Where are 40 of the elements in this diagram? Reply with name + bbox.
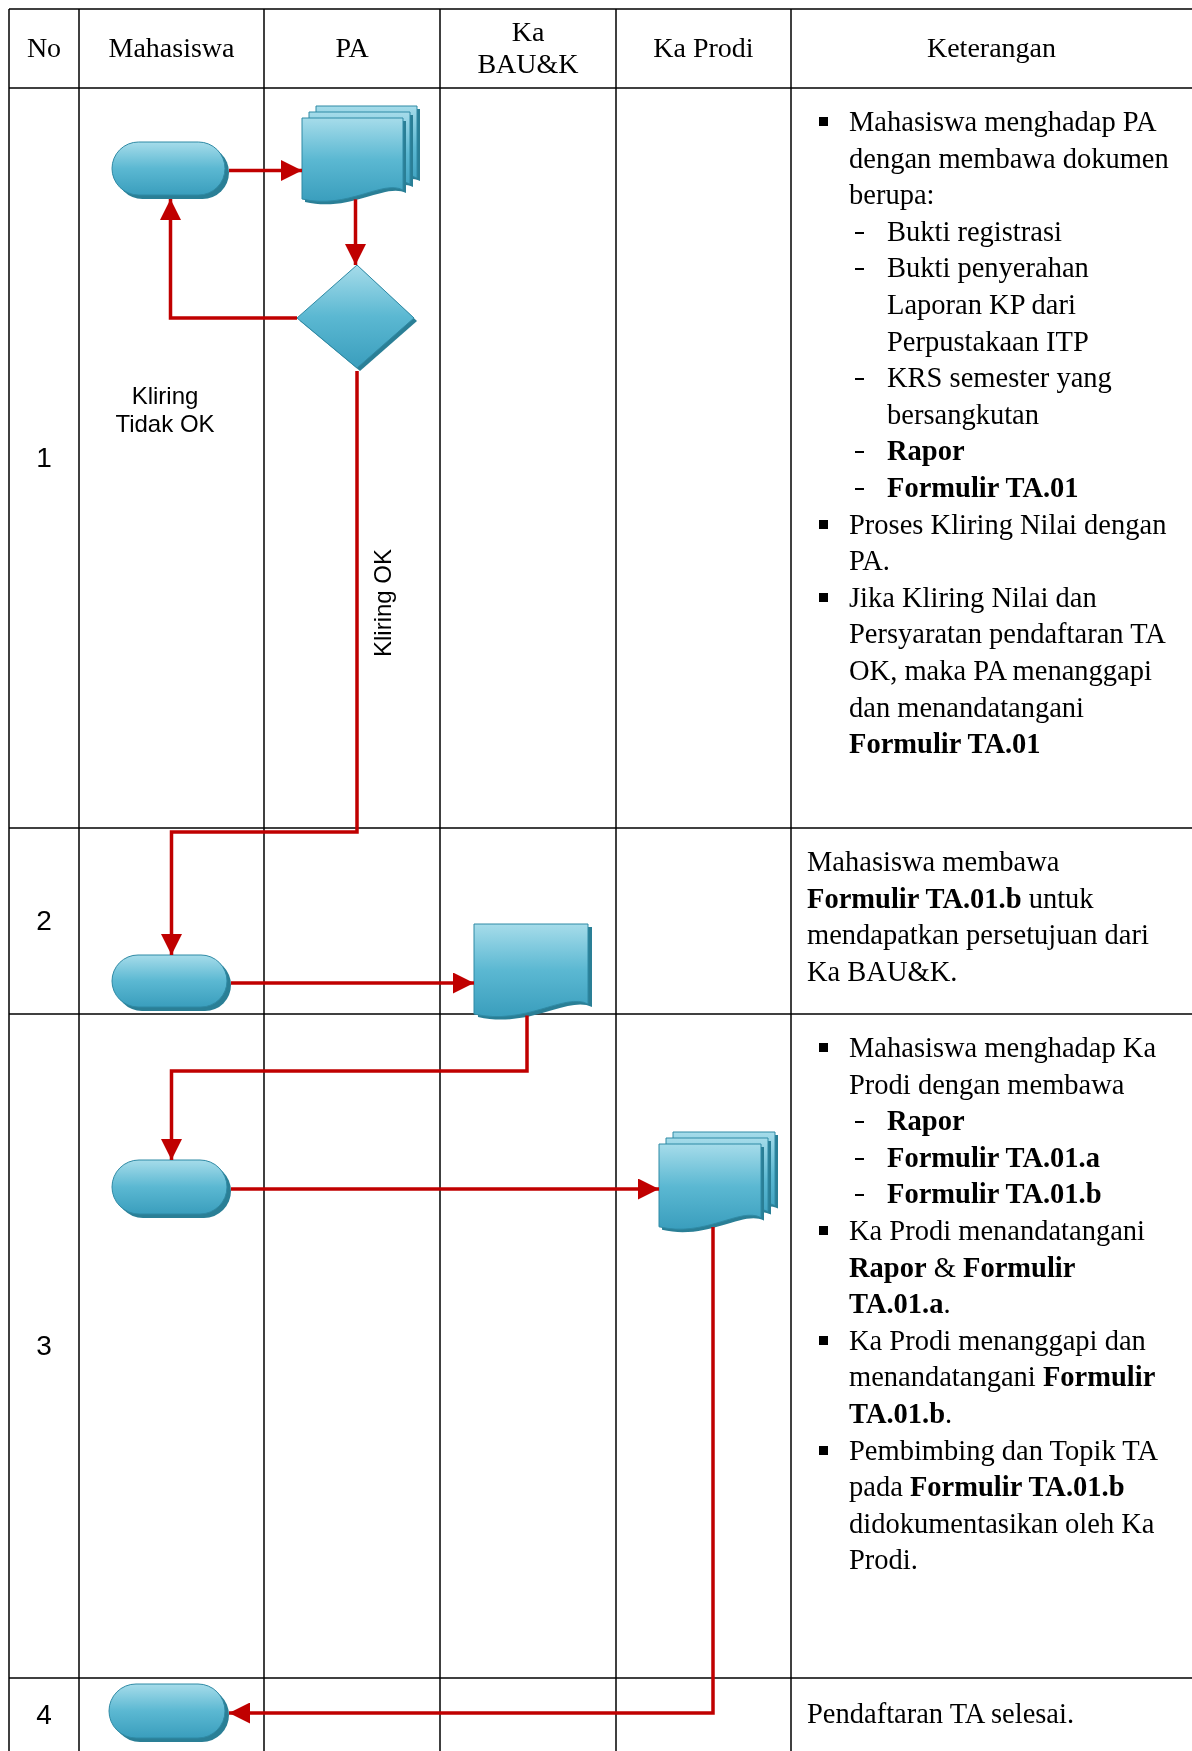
- list-item: Rapor: [887, 1104, 966, 1139]
- note-text: Mahasiswa membawa Formulir TA.01.b untuk mendapatkan persetujuan dari Ka BAU&K.: [807, 845, 1150, 989]
- list-item: Formulir TA.01.a: [887, 1140, 1101, 1175]
- list-item: Rapor: [887, 434, 966, 469]
- arrow: [229, 1227, 715, 1724]
- row-number: 3: [36, 1330, 52, 1362]
- list-item: Mahasiswa menghadap Ka Prodi dengan membawa: [849, 1031, 1158, 1102]
- column-header: PA: [335, 32, 369, 64]
- arrow: [345, 199, 366, 265]
- column-header: Mahasiswa: [108, 32, 235, 64]
- column-header: Keterangan: [926, 32, 1056, 64]
- list-item: KRS semester yang bersangkutan: [887, 361, 1113, 432]
- column-header: Ka Prodi: [653, 32, 754, 64]
- multi-document-shape: [301, 105, 420, 205]
- list-item: Formulir TA.01.b: [887, 1177, 1103, 1212]
- list-item: Jika Kliring Nilai dan Persyaratan pendaftaran TA OK, maka PA menanggapi dan menandatangani Formulir TA.01: [849, 580, 1166, 762]
- note-text: Pendaftaran TA selesai.: [807, 1697, 1076, 1732]
- terminator-shape: [111, 141, 229, 199]
- multi-document-shape: [658, 1131, 778, 1233]
- list-item: Ka Prodi menanggapi dan menandatangani Formulir TA.01.b.: [849, 1323, 1156, 1431]
- arrow: [229, 160, 302, 181]
- list-item: Ka Prodi menandatangani Rapor & Formulir TA.01.a.: [849, 1213, 1146, 1322]
- list-item: Mahasiswa menghadap PA dengan membawa dokumen berupa:: [849, 105, 1170, 213]
- list-item: Bukti registrasi: [887, 214, 1063, 249]
- arrow: [161, 371, 359, 955]
- column-header: Ka BAU&K: [476, 16, 580, 80]
- row-number: 1: [36, 442, 52, 474]
- arrow: [231, 1178, 659, 1200]
- row-number: 4: [36, 1698, 52, 1731]
- arrow: [231, 972, 474, 994]
- decision-diamond: [296, 264, 417, 371]
- column-header: No: [26, 32, 62, 64]
- list-item: Bukti penyerahan Laporan KP dari Perpustakaan ITP: [887, 251, 1090, 359]
- arrow: [161, 1015, 529, 1160]
- list-item: Pembimbing dan Topik TA pada Formulir TA.01.b didokumentasikan oleh Ka Prodi.: [849, 1433, 1158, 1578]
- list-item: Formulir TA.01: [887, 470, 1080, 505]
- list-item: Proses Kliring Nilai dengan PA.: [849, 507, 1168, 579]
- row-number: 2: [36, 905, 52, 937]
- arrow: [160, 199, 297, 320]
- document-shape: [473, 923, 592, 1020]
